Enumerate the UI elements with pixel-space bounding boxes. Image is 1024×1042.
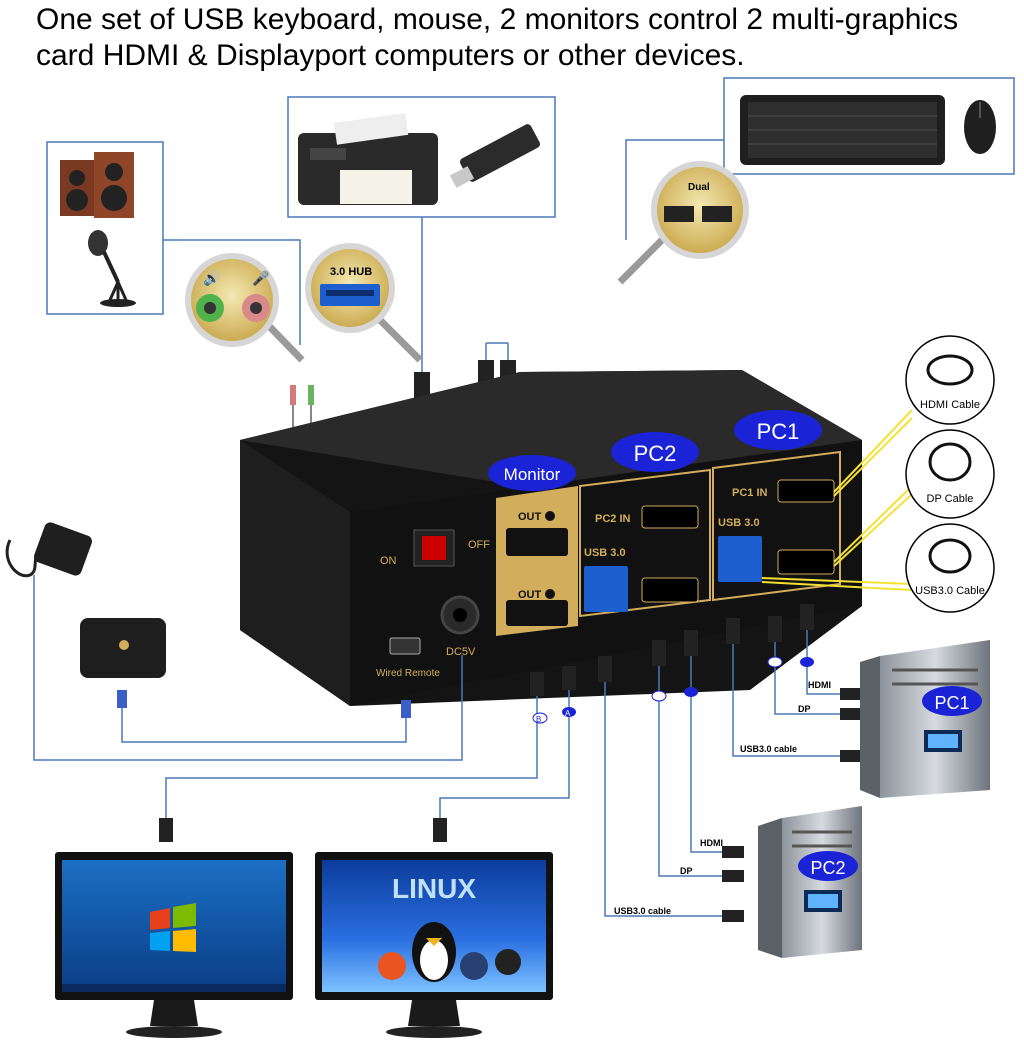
pc2-dp-port[interactable] (641, 577, 699, 603)
out-a-label: OUT (518, 589, 542, 601)
keyboard-mouse-box (723, 77, 1015, 175)
monitor-panel (496, 486, 578, 636)
monitor-cables: B A (159, 656, 722, 917)
monitor-out-a-port[interactable] (506, 600, 568, 626)
pc2-tower-label: PC2 (810, 858, 845, 878)
pc1-usb-label: USB 3.0 (718, 517, 760, 529)
audio-connector-line (163, 239, 301, 345)
pc1-tower-label: PC1 (934, 693, 969, 713)
headline-line-2: card HDMI & Displayport computers or oth… (36, 39, 745, 72)
pclinuxos-icon (495, 949, 521, 975)
monitor-out-b-port[interactable] (506, 528, 568, 556)
printer-usb-box (287, 96, 556, 218)
legend-dp-label: DP Cable (927, 493, 974, 505)
legend-usb-label: USB3.0 Cable (915, 585, 985, 597)
power-adapter-icon (5, 522, 92, 578)
pc1-dp-port[interactable] (777, 549, 835, 575)
svg-text:B: B (536, 715, 541, 724)
pc1-cables: HDMI DP USB3.0 cable (726, 604, 862, 762)
wired-remote-label: Wired Remote (376, 668, 440, 679)
ubuntu-icon (378, 952, 406, 980)
pc1-hdmi-cable-label: HDMI (808, 680, 831, 690)
printer-icon (298, 112, 438, 205)
pc1-dp-cable-label: DP (798, 704, 811, 714)
speakers-icon (60, 152, 134, 218)
usb-flash-drive-icon (449, 124, 541, 188)
svg-text:PC2: PC2 (634, 441, 677, 466)
badge-monitor: Monitor (488, 455, 576, 491)
pc2-usb-cable-label: USB3.0 cable (614, 906, 671, 916)
tux-icon (412, 922, 456, 982)
mouse-icon (964, 100, 996, 154)
legend-usb: USB3.0 Cable (905, 523, 995, 613)
hub-label: 3.0 HUB (330, 266, 372, 278)
badge-pc2: PC2 (611, 432, 699, 472)
pc1-hdmi-port[interactable] (777, 479, 835, 503)
windows-monitor (55, 852, 293, 1038)
wired-remote-icon (80, 618, 166, 678)
legend-hdmi-label: HDMI Cable (920, 399, 980, 411)
svg-text:Monitor: Monitor (504, 465, 561, 484)
kbmouse-connector-line (625, 139, 724, 240)
pc2-in-label: PC2 IN (595, 513, 631, 525)
off-label: OFF (468, 539, 490, 551)
microphone-icon (88, 230, 136, 307)
speaker-mic-box (46, 141, 164, 315)
pc2-usb-port[interactable] (584, 566, 628, 612)
power-line (33, 575, 463, 761)
dual-label: Dual (688, 182, 710, 193)
speaker-icon: 🔊 (203, 269, 220, 287)
headline: One set of USB keyboard, mouse, 2 monito… (36, 2, 1016, 74)
on-label: ON (380, 555, 397, 567)
power-switch[interactable] (413, 529, 455, 567)
pc1-in-label: PC1 IN (732, 487, 768, 499)
legend-hdmi: HDMI Cable (905, 335, 995, 425)
cable-highlights (761, 409, 913, 591)
linux-monitor: LINUX (315, 852, 553, 1038)
legend-dp: DP Cable (905, 429, 995, 519)
pc2-panel (579, 468, 711, 618)
wired-remote-port[interactable] (389, 637, 421, 655)
svg-text:PC1: PC1 (757, 419, 800, 444)
pc2-hdmi-cable-label: HDMI (700, 838, 723, 848)
pc2-cables: HDMI DP USB3.0 cable (614, 630, 744, 922)
svg-text:A: A (565, 709, 571, 718)
badge-pc1: PC1 (734, 410, 822, 450)
dual-usb-magnifier: Dual (617, 161, 749, 285)
usb-hub-magnifier: 3.0 HUB (305, 243, 423, 363)
fedora-icon (460, 952, 488, 980)
pc1-panel (712, 450, 841, 602)
dc5v-label: DC5V (446, 646, 476, 658)
audio-plugs (290, 385, 314, 428)
remote-line (121, 690, 407, 743)
pc1-usb-port[interactable] (718, 536, 762, 582)
pc2-usb-label: USB 3.0 (584, 547, 626, 559)
mic-icon: 🎤 (252, 269, 270, 287)
linux-logo-text: LINUX (392, 873, 476, 904)
pc2-tower: PC2 (758, 806, 862, 958)
pc2-hdmi-port[interactable] (641, 505, 699, 529)
pc1-tower: PC1 (860, 640, 990, 798)
windows-logo-icon (150, 903, 196, 952)
keyboard-icon (740, 95, 945, 165)
audio-port-magnifier: 🔊 🎤 (185, 253, 305, 363)
pc1-usb-cable-label: USB3.0 cable (740, 744, 797, 754)
pc2-dp-cable-label: DP (680, 866, 693, 876)
headline-line-1: One set of USB keyboard, mouse, 2 monito… (36, 3, 959, 36)
out-b-label: OUT (518, 511, 542, 523)
